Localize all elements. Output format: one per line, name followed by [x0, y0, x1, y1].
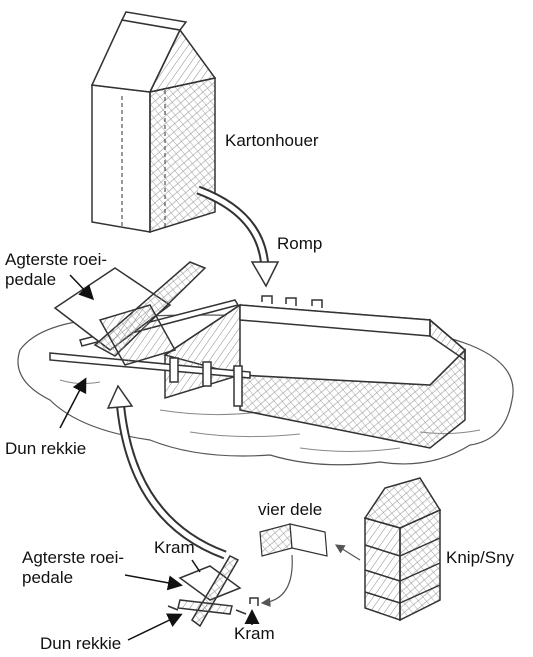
pointer-thin-band-bottom: [127, 613, 183, 641]
milk-carton: [90, 11, 217, 234]
label-four-parts: vier dele: [258, 500, 323, 519]
pointer-thin-band-top: [59, 377, 87, 429]
four-parts-piece: [259, 523, 328, 557]
label-carton: Kartonhouer: [225, 131, 319, 150]
label-thin-band-bottom: Dun rekkie: [40, 634, 122, 653]
label-staple-top: Kram: [154, 538, 195, 557]
label-rear-paddle-top-line2: pedale: [5, 270, 57, 289]
paddle-assembly-bottom: [167, 555, 247, 628]
label-staple-bottom: Kram: [234, 624, 275, 643]
paddle-assembly-top: [53, 261, 207, 366]
pointer-rear-paddle-bottom: [124, 574, 183, 591]
cut-carton: [363, 477, 442, 622]
label-hull: Romp: [277, 234, 323, 253]
label-rear-paddle-bottom-line2: pedale: [22, 568, 74, 587]
staple-piece: [249, 597, 259, 606]
label-rear-paddle-bottom-line1: Agterste roei-: [22, 548, 125, 567]
label-rear-paddle-top-line1: Agterste roei-: [5, 250, 108, 269]
pointer-staple-top: [191, 559, 201, 573]
water-puddle: [17, 314, 514, 466]
arrow-carton-to-hull: [196, 185, 280, 288]
arrow-bottom-to-top: [106, 384, 227, 560]
boat: [49, 295, 467, 449]
label-thin-band-top: Dun rekkie: [5, 439, 87, 458]
label-cut: Knip/Sny: [446, 548, 515, 567]
pointer-rear-paddle-top: [69, 274, 95, 301]
arrow-carton-to-parts: [334, 544, 361, 561]
arrow-parts-to-staple: [260, 554, 293, 608]
